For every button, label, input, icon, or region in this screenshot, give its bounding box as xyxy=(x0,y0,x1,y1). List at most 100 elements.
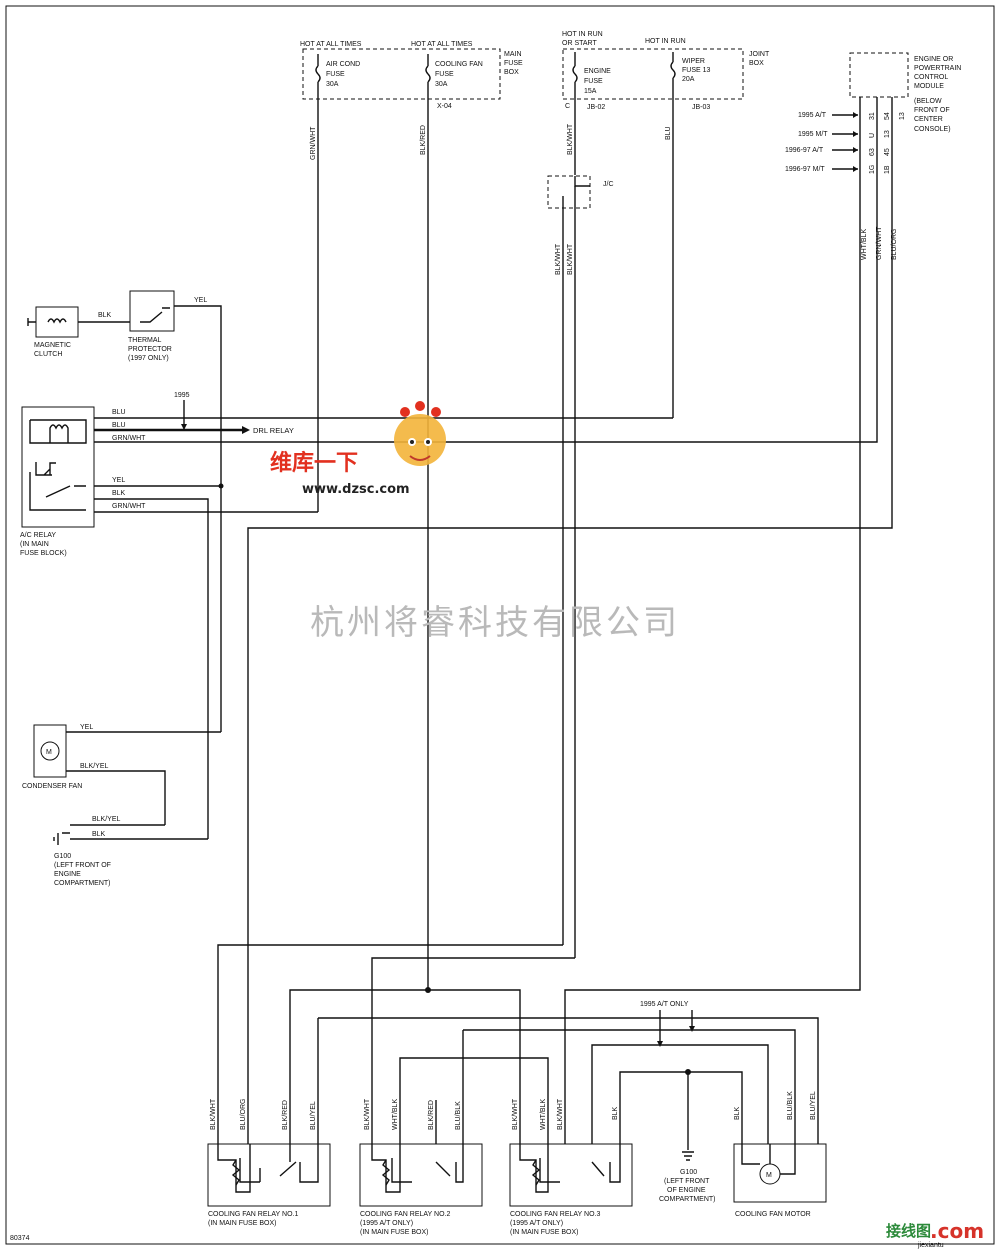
fuse-wires: GRN/WHT BLK/RED BLK/WHT BLU xyxy=(310,99,674,990)
ecm-input-1995-at: 1995 A/T xyxy=(798,112,858,119)
svg-text:BLK/RED: BLK/RED xyxy=(282,1100,289,1130)
svg-text:M: M xyxy=(766,1172,772,1179)
svg-text:U: U xyxy=(869,133,876,138)
svg-text:OF ENGINE: OF ENGINE xyxy=(667,1187,706,1194)
cooling-fan-relay-2: COOLING FAN RELAY NO.2 (1995 A/T ONLY) (… xyxy=(359,1143,483,1236)
svg-text:BLK: BLK xyxy=(98,312,112,319)
svg-text:BLK: BLK xyxy=(112,490,126,497)
svg-text:BLU/YEL: BLU/YEL xyxy=(310,1101,317,1130)
svg-text:AIR COND: AIR COND xyxy=(326,61,360,68)
air-cond-fuse: AIR COND FUSE 30A xyxy=(315,54,360,99)
svg-text:BLK/YEL: BLK/YEL xyxy=(92,816,121,823)
ground-g100-bottom: G100 (LEFT FRONT OF ENGINE COMPARTMENT) xyxy=(659,1151,716,1203)
svg-text:ENGINE: ENGINE xyxy=(54,871,81,878)
svg-text:MODULE: MODULE xyxy=(914,83,944,90)
svg-text:.com: .com xyxy=(930,1219,984,1243)
svg-text:BLK/RED: BLK/RED xyxy=(420,125,427,155)
joint-box: HOT IN RUN OR START HOT IN RUN JOINT BOX… xyxy=(562,31,770,111)
svg-text:COMPARTMENT): COMPARTMENT) xyxy=(659,1196,716,1203)
svg-text:(LEFT FRONT: (LEFT FRONT xyxy=(664,1178,710,1185)
svg-text:1996-97 M/T: 1996-97 M/T xyxy=(785,166,825,173)
svg-text:(IN MAIN FUSE BOX): (IN MAIN FUSE BOX) xyxy=(510,1229,578,1236)
svg-text:COOLING FAN: COOLING FAN xyxy=(435,61,483,68)
svg-text:WIPER: WIPER xyxy=(682,58,705,65)
svg-text:1995: 1995 xyxy=(174,392,190,399)
svg-text:MAIN: MAIN xyxy=(504,51,522,58)
drl-relay-label: DRL RELAY xyxy=(253,426,294,435)
svg-text:BLK/YEL: BLK/YEL xyxy=(80,763,109,770)
svg-text:GRN/WHT: GRN/WHT xyxy=(112,435,146,442)
svg-text:COMPARTMENT): COMPARTMENT) xyxy=(54,880,111,887)
svg-text:C: C xyxy=(565,103,570,110)
ac-relay: A/C RELAY (IN MAIN FUSE BLOCK) xyxy=(20,406,95,557)
svg-text:54: 54 xyxy=(884,112,891,120)
svg-text:BLK/WHT: BLK/WHT xyxy=(210,1098,217,1130)
svg-text:接线图: 接线图 xyxy=(886,1222,931,1240)
svg-text:BLU: BLU xyxy=(112,409,126,416)
connector-jb02: JB-02 xyxy=(587,104,605,111)
svg-text:A/C RELAY: A/C RELAY xyxy=(20,532,56,539)
svg-text:G100: G100 xyxy=(54,853,71,860)
svg-text:BLU/BLK: BLU/BLK xyxy=(787,1091,794,1120)
engine-fuse: ENGINE FUSE 15A xyxy=(572,52,611,99)
svg-text:1B: 1B xyxy=(884,165,891,174)
svg-text:FUSE: FUSE xyxy=(584,78,603,85)
diagram-frame xyxy=(5,5,995,1245)
connector-x04: X-04 xyxy=(437,103,452,110)
svg-text:PROTECTOR: PROTECTOR xyxy=(128,346,172,353)
watermark-company: 杭州将睿科技有限公司 xyxy=(310,603,680,643)
relay-bus-wires: 1995 A/T ONLY xyxy=(217,944,819,1150)
condenser-fan: M CONDENSER FAN xyxy=(22,724,82,790)
svg-text:BLK/WHT: BLK/WHT xyxy=(567,243,574,275)
svg-text:GRN/WHT: GRN/WHT xyxy=(876,226,883,260)
svg-text:13: 13 xyxy=(884,130,891,138)
svg-text:HOT AT ALL TIMES: HOT AT ALL TIMES xyxy=(411,41,473,48)
svg-text:BLU/ORG: BLU/ORG xyxy=(891,228,898,260)
cooling-fan-motor: M COOLING FAN MOTOR xyxy=(733,1143,827,1218)
svg-text:BLU: BLU xyxy=(112,422,126,429)
svg-text:YEL: YEL xyxy=(80,724,93,731)
svg-text:COOLING FAN RELAY NO.1: COOLING FAN RELAY NO.1 xyxy=(208,1211,298,1218)
svg-text:1996-97 A/T: 1996-97 A/T xyxy=(785,147,824,154)
relay-wire-labels: BLK/WHT BLU/ORG BLK/RED BLU/YEL BLK/WHT … xyxy=(210,1091,817,1130)
svg-text:FRONT OF: FRONT OF xyxy=(914,107,950,114)
svg-text:BLK/WHT: BLK/WHT xyxy=(567,123,574,155)
svg-text:ENGINE: ENGINE xyxy=(584,68,611,75)
svg-text:BLU: BLU xyxy=(665,126,672,140)
svg-text:COOLING FAN MOTOR: COOLING FAN MOTOR xyxy=(735,1211,811,1218)
junction-connector: J/C BLK/WHT BLK/WHT xyxy=(547,175,614,958)
svg-text:(LEFT FRONT OF: (LEFT FRONT OF xyxy=(54,862,111,869)
svg-text:(BELOW: (BELOW xyxy=(914,98,942,105)
svg-text:1G: 1G xyxy=(869,165,876,174)
svg-text:63: 63 xyxy=(869,148,876,156)
svg-text:BOX: BOX xyxy=(749,60,764,67)
svg-text:FUSE 13: FUSE 13 xyxy=(682,67,711,74)
svg-text:YEL: YEL xyxy=(194,297,207,304)
watermark-corner: 接线图 .com jiexiantu xyxy=(886,1219,984,1249)
svg-text:BLK: BLK xyxy=(734,1106,741,1120)
connector-jb03: JB-03 xyxy=(692,104,710,111)
svg-text:FUSE BLOCK): FUSE BLOCK) xyxy=(20,550,67,557)
wire-wht-blk-ecm xyxy=(564,290,861,1144)
svg-text:www.dzsc.com: www.dzsc.com xyxy=(302,482,410,497)
magnetic-clutch: MAGNETIC CLUTCH xyxy=(27,306,79,358)
svg-text:BOX: BOX xyxy=(504,69,519,76)
svg-text:WHT/BLK: WHT/BLK xyxy=(540,1099,547,1130)
svg-text:(1995 A/T ONLY): (1995 A/T ONLY) xyxy=(510,1220,563,1227)
svg-text:HOT AT ALL TIMES: HOT AT ALL TIMES xyxy=(300,41,362,48)
svg-text:BLK/RED: BLK/RED xyxy=(428,1100,435,1130)
wire-blk-yel-condenser xyxy=(66,770,166,825)
ground-g100-left: BLK/YEL BLK G100 (LEFT FRONT OF ENGINE C… xyxy=(53,816,208,887)
cooling-fan-relay-3: COOLING FAN RELAY NO.3 (1995 A/T ONLY) (… xyxy=(509,1143,633,1236)
ecm-input-1996-97-mt: 1996-97 M/T xyxy=(785,166,858,173)
svg-text:1995 A/T: 1995 A/T xyxy=(798,112,827,119)
svg-text:COOLING FAN RELAY NO.2: COOLING FAN RELAY NO.2 xyxy=(360,1211,450,1218)
svg-text:30A: 30A xyxy=(326,81,339,88)
svg-text:CONSOLE): CONSOLE) xyxy=(914,126,951,133)
ac-relay-wires: BLU BLU DRL RELAY 1995 GRN/WHT YEL BLK G… xyxy=(94,290,878,839)
cooling-fan-fuse: COOLING FAN FUSE 30A xyxy=(425,54,483,99)
svg-text:HOT IN RUN: HOT IN RUN xyxy=(562,31,603,38)
svg-text:CONTROL: CONTROL xyxy=(914,74,948,81)
svg-text:(IN MAIN: (IN MAIN xyxy=(20,541,49,548)
